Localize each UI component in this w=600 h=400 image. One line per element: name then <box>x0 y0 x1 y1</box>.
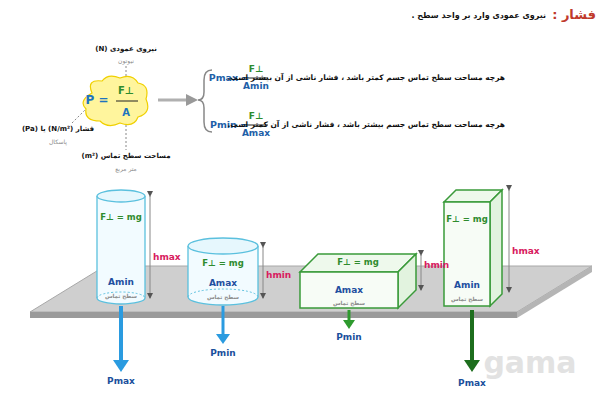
contact-label: سطح تماس <box>451 296 483 302</box>
rule-note: هرچه مساحت سطح تماس جسم بیشتر باشد ، فشا… <box>227 121 505 129</box>
quantity-label: نیروی عمودی (N) <box>95 46 157 54</box>
unit-name: پاسکال <box>49 139 67 146</box>
pointer-arrow <box>158 99 192 102</box>
height-dimension <box>263 247 264 298</box>
pressure-label: Pmax <box>458 379 486 389</box>
pressure-arrow <box>119 306 123 362</box>
area-label: Amax <box>209 279 237 289</box>
force-label: F⊥ = mg <box>202 259 244 268</box>
contact-label: سطح تماس <box>207 294 239 300</box>
short-cylinder: F⊥ = mg Amax سطح تماس <box>186 236 260 306</box>
flat-box: F⊥ = mg Amax سطح تماس <box>298 250 418 310</box>
area-label: Amax <box>335 286 363 296</box>
pressure-label: Pmax <box>107 377 135 387</box>
unit-name: متر مربع <box>115 166 137 173</box>
force-label: F⊥ = mg <box>446 215 488 224</box>
area-label: Amin <box>108 278 134 288</box>
formula-symbol: P = <box>85 94 108 107</box>
pressure-arrow <box>464 360 480 372</box>
slide-title: فشار : <box>552 8 596 22</box>
height-label: hmin <box>424 261 449 271</box>
formula-cloud: P = F⊥ A <box>78 73 150 128</box>
height-dimension <box>509 190 510 292</box>
contact-label: سطح تماس <box>333 300 365 306</box>
watermark: gama <box>483 346 576 379</box>
pressure-label: Pmin <box>336 333 361 343</box>
contact-label: سطح تماس <box>105 293 137 299</box>
height-label: hmax <box>512 247 540 257</box>
pressure-arrow <box>343 320 355 329</box>
force-label: F⊥ = mg <box>337 258 379 267</box>
height-label: hmin <box>266 271 291 281</box>
tall-box: F⊥ = mg Amin سطح تماس <box>442 188 504 310</box>
pressure-arrow <box>470 310 474 362</box>
formula-numerator: F⊥ <box>118 85 134 96</box>
formula-denominator: A <box>122 107 130 118</box>
rule-note: هرچه مساحت سطح تماس جسم کمتر باشد ، فشار… <box>227 74 505 82</box>
table-edge <box>517 266 592 318</box>
force-label: F⊥ = mg <box>100 213 142 222</box>
quantity-label: فشار (N/m²) یا (Pa) <box>22 126 94 134</box>
definition: نیروی عمودی وارد بر واحد سطح . <box>411 12 546 21</box>
pressure-arrow <box>216 334 230 344</box>
area-label: Amin <box>454 281 480 291</box>
pressure-label: Pmin <box>210 349 235 359</box>
leader-line <box>126 121 127 150</box>
formula-denominator: Amin <box>243 82 269 92</box>
pressure-arrow <box>113 360 129 372</box>
table-edge <box>30 312 517 318</box>
height-label: hmax <box>153 253 181 263</box>
unit-name: نیوتون <box>118 58 134 65</box>
quantity-label: مساحت سطح تماس (m²) <box>82 153 171 161</box>
shape-outline <box>442 188 504 310</box>
tall-cylinder: F⊥ = mg Amin سطح تماس <box>95 188 147 306</box>
leader-line <box>72 108 87 123</box>
height-dimension <box>150 196 151 298</box>
pressure-arrow <box>222 306 225 336</box>
height-dimension <box>421 255 422 290</box>
shape-outline <box>95 188 147 306</box>
formula-denominator: Amax <box>242 129 270 139</box>
